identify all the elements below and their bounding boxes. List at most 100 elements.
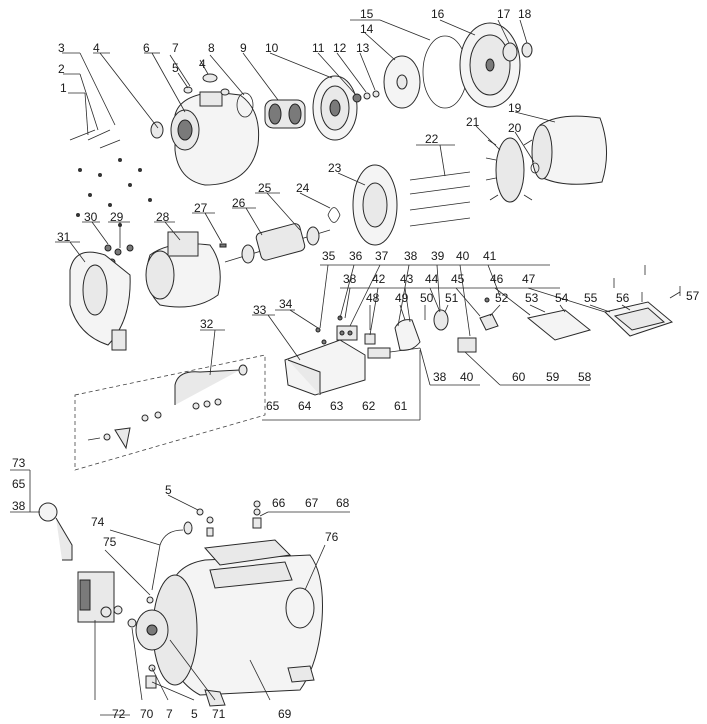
callout: 71 [212,707,226,721]
callout-labels: 1 2 3 4 6 7 5 4 8 9 10 11 12 13 14 15 16… [12,7,700,721]
callout: 43 [400,272,414,286]
callout: 7 [172,41,179,55]
callout: 51 [445,291,459,305]
callout: 72 [112,707,126,721]
tie-bolts [409,171,471,227]
callout: 38 [12,499,26,513]
callout: 35 [322,249,336,263]
pressure-gauge [38,502,73,561]
callout: 52 [495,291,509,305]
callout: 6 [143,41,150,55]
callout: 5 [172,61,179,75]
motor-stator [145,231,221,308]
callout: 60 [512,370,526,384]
rotor-shaft [224,223,331,264]
pressure-switch [77,571,123,623]
callout: 63 [330,399,344,413]
callout: 31 [57,230,71,244]
callout: 2 [58,62,65,76]
callout: 12 [333,41,347,55]
callout: 49 [395,291,409,305]
impeller-plate [312,75,358,141]
callout: 57 [686,289,700,303]
callout: 73 [12,456,26,470]
shaft-key [219,243,227,248]
diffuser [264,99,306,129]
callout: 30 [84,210,98,224]
callout: 45 [451,272,465,286]
callout: 68 [336,496,350,510]
callout: 19 [508,101,522,115]
callout: 42 [372,272,386,286]
callout: 26 [232,196,246,210]
callout: 62 [362,399,376,413]
callout: 24 [296,181,310,195]
callout: 9 [240,41,247,55]
callout: 46 [490,272,504,286]
capacitor [394,309,449,351]
callout: 38 [433,370,447,384]
callout: 56 [616,291,630,305]
callout: 76 [325,530,339,544]
callout: 16 [431,7,445,21]
callout: 41 [483,249,497,263]
callout: 5 [165,483,172,497]
callout: 13 [356,41,370,55]
callout: 4 [93,41,100,55]
terminal-block [336,315,358,341]
callout: 66 [272,496,286,510]
callout: 65 [12,477,26,491]
circlip [530,162,540,174]
fan-cover [531,115,608,185]
callout: 40 [456,249,470,263]
callout: 55 [584,291,598,305]
callout: 4 [199,57,206,71]
callout: 27 [194,201,208,215]
flexible-hose [151,521,193,591]
pump-housing [150,91,260,186]
motor-end-shield [352,164,398,246]
leader-lines [10,19,681,716]
callout: 34 [279,297,293,311]
callout: 54 [555,291,569,305]
callout: 29 [110,210,124,224]
terminal-cover [603,265,681,337]
callout: 22 [425,132,439,146]
callout: 74 [91,515,105,529]
wave-washer [327,207,341,223]
pump-connector [127,596,169,689]
callout: 64 [298,399,312,413]
callout: 20 [508,121,522,135]
callout: 5 [191,707,198,721]
callout: 33 [253,303,267,317]
gasket-plate [526,309,592,341]
nuts-washers [352,90,380,103]
callout: 69 [278,707,292,721]
callout: 25 [258,181,272,195]
callout: 37 [375,249,389,263]
callout: 28 [156,210,170,224]
callout: 58 [578,370,592,384]
callout: 53 [525,291,539,305]
callout: 67 [305,496,319,510]
callout: 7 [166,707,173,721]
callout: 17 [497,7,511,21]
callout: 36 [349,249,363,263]
callout: 61 [394,399,408,413]
callout: 21 [466,115,480,129]
callout: 18 [518,7,532,21]
callout: 38 [343,272,357,286]
callout: 44 [425,272,439,286]
callout: 38 [404,249,418,263]
callout: 47 [522,272,536,286]
pump-cover [459,22,521,108]
callout: 10 [265,41,279,55]
callout: 15 [360,7,374,21]
callout: 75 [103,535,117,549]
callout: 39 [431,249,445,263]
callout: 14 [360,22,374,36]
motor-base-flange [69,251,131,351]
callout: 50 [420,291,434,305]
callout: 70 [140,707,154,721]
